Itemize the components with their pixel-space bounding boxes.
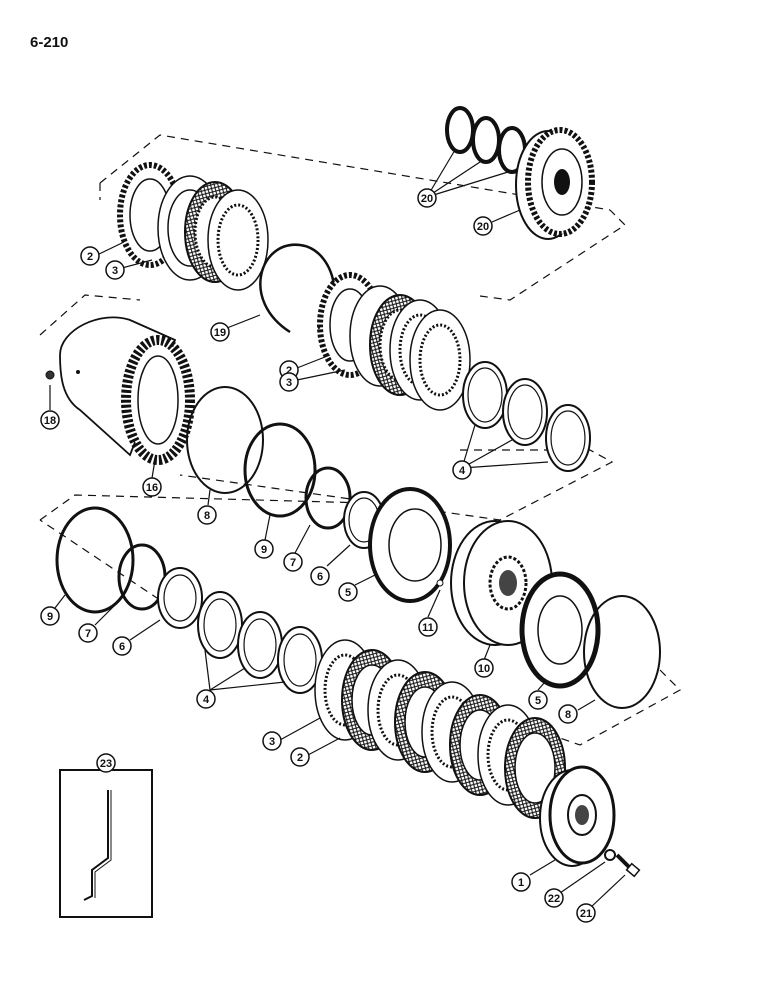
callout-16: 18 [40, 410, 60, 430]
svg-text:8: 8 [565, 709, 571, 721]
seal-ring-9-bottom [55, 506, 135, 614]
clutch-hub-1 [539, 765, 616, 867]
callout-20: 20 [417, 188, 437, 208]
svg-text:3: 3 [286, 377, 292, 389]
svg-text:23: 23 [100, 758, 112, 770]
callout-22: 22 [544, 888, 564, 908]
bolt-21 [615, 853, 641, 878]
piston-19 [515, 127, 595, 240]
svg-text:19: 19 [214, 327, 226, 339]
clutch-drum-15 [59, 316, 195, 465]
callout-18: 19 [210, 322, 230, 342]
callout-3-bottom: 3 [262, 731, 282, 751]
callout-3-top: 3 [105, 260, 125, 280]
svg-text:7: 7 [290, 557, 296, 569]
svg-text:10: 10 [478, 663, 490, 675]
middle-clutch-discs [317, 272, 471, 411]
washers-4-bottom [197, 591, 323, 694]
callout-6-middle: 6 [310, 566, 330, 586]
callout-4-bottom: 4 [196, 689, 216, 709]
callout-6-bottom: 6 [112, 636, 132, 656]
callout-1: 1 [511, 872, 531, 892]
callout-23: 23 [96, 753, 116, 773]
washers-4-middle [462, 361, 591, 472]
svg-text:21: 21 [580, 908, 592, 920]
top-seal-rings [445, 106, 527, 174]
svg-text:9: 9 [261, 544, 267, 556]
piston-5-right [519, 571, 601, 689]
svg-text:20: 20 [421, 193, 433, 205]
svg-text:22: 22 [548, 893, 560, 905]
page-number: 6-210 [30, 34, 69, 51]
svg-text:11: 11 [422, 622, 434, 634]
svg-text:16: 16 [146, 482, 158, 494]
callouts: 2 3 20 20 19 2 3 4 18 16 8 9 7 6 5 11 10… [40, 188, 596, 923]
callout-7-middle: 7 [283, 552, 303, 572]
svg-text:4: 4 [459, 465, 466, 477]
svg-text:5: 5 [535, 695, 541, 707]
svg-text:20: 20 [477, 221, 489, 233]
washer-6-bottom [157, 567, 203, 629]
seal-ring-7-middle [304, 466, 352, 530]
svg-text:3: 3 [112, 265, 118, 277]
inset-panel-23 [59, 769, 153, 918]
callout-7-bottom: 7 [78, 623, 98, 643]
callout-2-bottom: 2 [290, 747, 310, 767]
svg-text:2: 2 [286, 365, 292, 377]
callout-9-middle: 9 [254, 539, 274, 559]
callout-2-top: 2 [80, 246, 100, 266]
callout-3-middle: 3 [279, 372, 299, 392]
svg-text:3: 3 [269, 736, 275, 748]
callout-8-right: 8 [558, 704, 578, 724]
seal-ring-9-middle [243, 422, 317, 518]
svg-text:7: 7 [85, 628, 91, 640]
svg-text:6: 6 [317, 571, 323, 583]
leader-lines [49, 149, 626, 909]
callout-8-middle: 8 [197, 505, 217, 525]
piston-plate-5-middle [368, 487, 452, 603]
svg-text:6: 6 [119, 641, 125, 653]
svg-text:4: 4 [203, 694, 210, 706]
callout-11: 11 [418, 617, 438, 637]
svg-text:18: 18 [44, 415, 56, 427]
seal-ring-8-middle [186, 386, 264, 494]
callout-10: 10 [474, 658, 494, 678]
callout-5-middle: 5 [338, 582, 358, 602]
seal-ring-8-right [583, 595, 661, 709]
top-clutch-discs [117, 162, 269, 291]
callout-4-middle: 4 [452, 460, 472, 480]
washer-22 [604, 849, 616, 861]
svg-text:2: 2 [87, 251, 93, 263]
callout-21: 21 [576, 903, 596, 923]
svg-text:9: 9 [47, 611, 53, 623]
svg-text:8: 8 [204, 510, 210, 522]
svg-text:1: 1 [518, 877, 524, 889]
svg-text:5: 5 [345, 587, 351, 599]
ball-16 [45, 370, 55, 380]
callout-15: 16 [142, 477, 162, 497]
callout-9-bottom: 9 [40, 606, 60, 626]
callout-5-right: 5 [528, 690, 548, 710]
bottom-clutch-discs [314, 639, 566, 819]
svg-text:2: 2 [297, 752, 303, 764]
callout-19: 20 [473, 216, 493, 236]
